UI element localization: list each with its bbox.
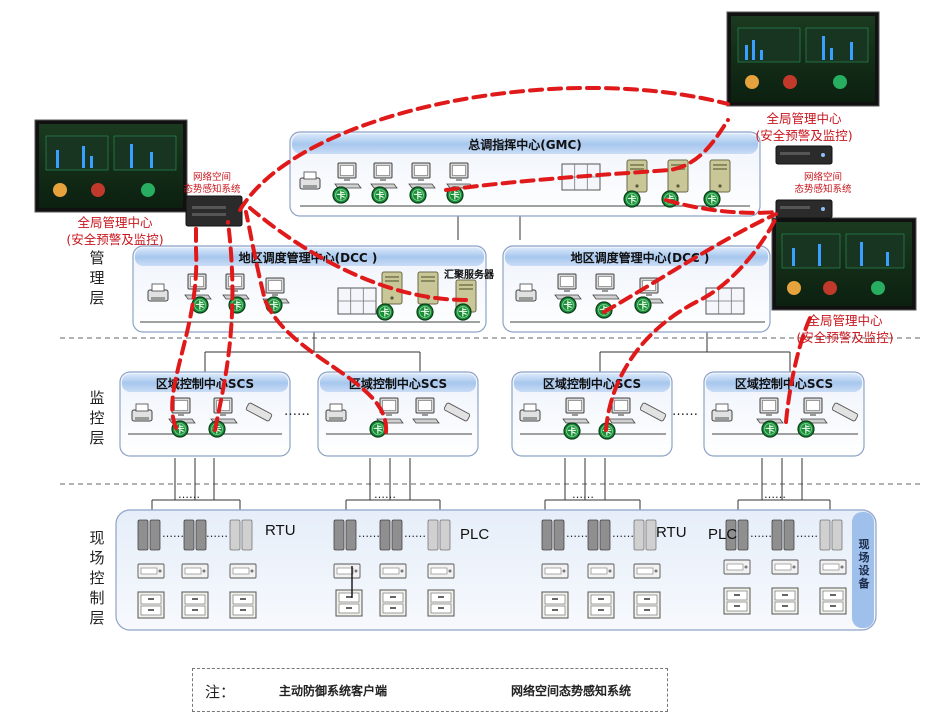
ellipsis-field-4: ……	[404, 527, 426, 540]
ellipsis-link-2: ……	[374, 488, 396, 501]
client-badge	[332, 186, 350, 204]
scs-title-3: 区域控制中心SCS	[543, 376, 641, 391]
dcc-right-title: 地区调度管理中心(DCC )	[571, 250, 710, 265]
legend-system-label: 网络空间态势感知系统	[511, 684, 632, 698]
monitor-top-right	[726, 11, 880, 107]
monitor-left	[34, 119, 188, 213]
ellipsis-field-8: ……	[796, 527, 818, 540]
global-center-label-top-right: 全局管理中心 (安全预警及监控)	[755, 111, 853, 143]
field-label-rtu-2: RTU	[656, 524, 687, 541]
scs-box-1: 区域控制中心SCS	[119, 371, 291, 457]
dcc-right-box: 地区调度管理中心(DCC )	[502, 245, 771, 333]
ellipsis-field-5: ……	[566, 527, 588, 540]
scs-title-4: 区域控制中心SCS	[735, 376, 833, 391]
global-center-label-left: 全局管理中心 (安全预警及监控)	[66, 215, 164, 247]
layer-label-management: 管理层	[89, 249, 105, 307]
ellipsis-field-7: ……	[750, 527, 772, 540]
ellipsis-link-4: ……	[764, 488, 786, 501]
attack-paths	[170, 85, 812, 434]
situation-label-left: 网络空间 态势感知系统	[183, 172, 241, 195]
field-label-rtu-1: RTU	[265, 522, 296, 539]
scs-box-4: 区域控制中心SCS	[703, 371, 865, 457]
field-equipment-tag: 现场设备	[858, 538, 870, 590]
gmc-box: 总调指挥中心(GMC)	[289, 131, 761, 217]
ellipsis-link-3: ……	[572, 488, 594, 501]
ellipsis-field-3: ……	[358, 527, 380, 540]
ellipsis-field-6: ……	[612, 527, 634, 540]
layer-label-field: 现场控制层	[89, 529, 105, 627]
scs-box-2: 区域控制中心SCS	[317, 371, 479, 457]
legend: 注： 主动防御系统客户端 网络空间态势感知系统	[192, 668, 668, 712]
ellipsis-scs-right: ……	[672, 404, 698, 419]
gmc-title: 总调指挥中心(GMC)	[468, 137, 582, 152]
ellipsis-link-1: ……	[178, 488, 200, 501]
situation-server-left	[185, 195, 243, 227]
aggregation-server-label: 汇聚服务器	[444, 270, 494, 281]
field-label-plc-1: PLC	[460, 526, 490, 543]
legend-note: 注：	[205, 683, 236, 701]
scs-title-1: 区域控制中心SCS	[156, 376, 254, 391]
ellipsis-field-1: ……	[162, 527, 184, 540]
global-center-label-right: 全局管理中心 (安全预警及监控)	[796, 313, 894, 345]
legend-client-label: 主动防御系统客户端	[279, 684, 388, 698]
ellipsis-scs-left: ……	[284, 404, 310, 419]
field-label-plc-2: PLC	[708, 526, 738, 543]
dcc-left-title: 地区调度管理中心(DCC )	[239, 250, 378, 265]
ellipsis-field-2: ……	[206, 527, 228, 540]
dcc-left-box: 地区调度管理中心(DCC )	[132, 245, 487, 333]
scs-box-3: 区域控制中心SCS	[511, 371, 673, 457]
network-links	[151, 216, 831, 512]
field-equipment-box	[115, 509, 877, 631]
layer-label-monitoring: 监控层	[89, 389, 105, 447]
situation-label-right: 网络空间 态势感知系统	[794, 172, 852, 195]
monitor-right	[771, 217, 917, 311]
scs-title-2: 区域控制中心SCS	[349, 376, 447, 391]
